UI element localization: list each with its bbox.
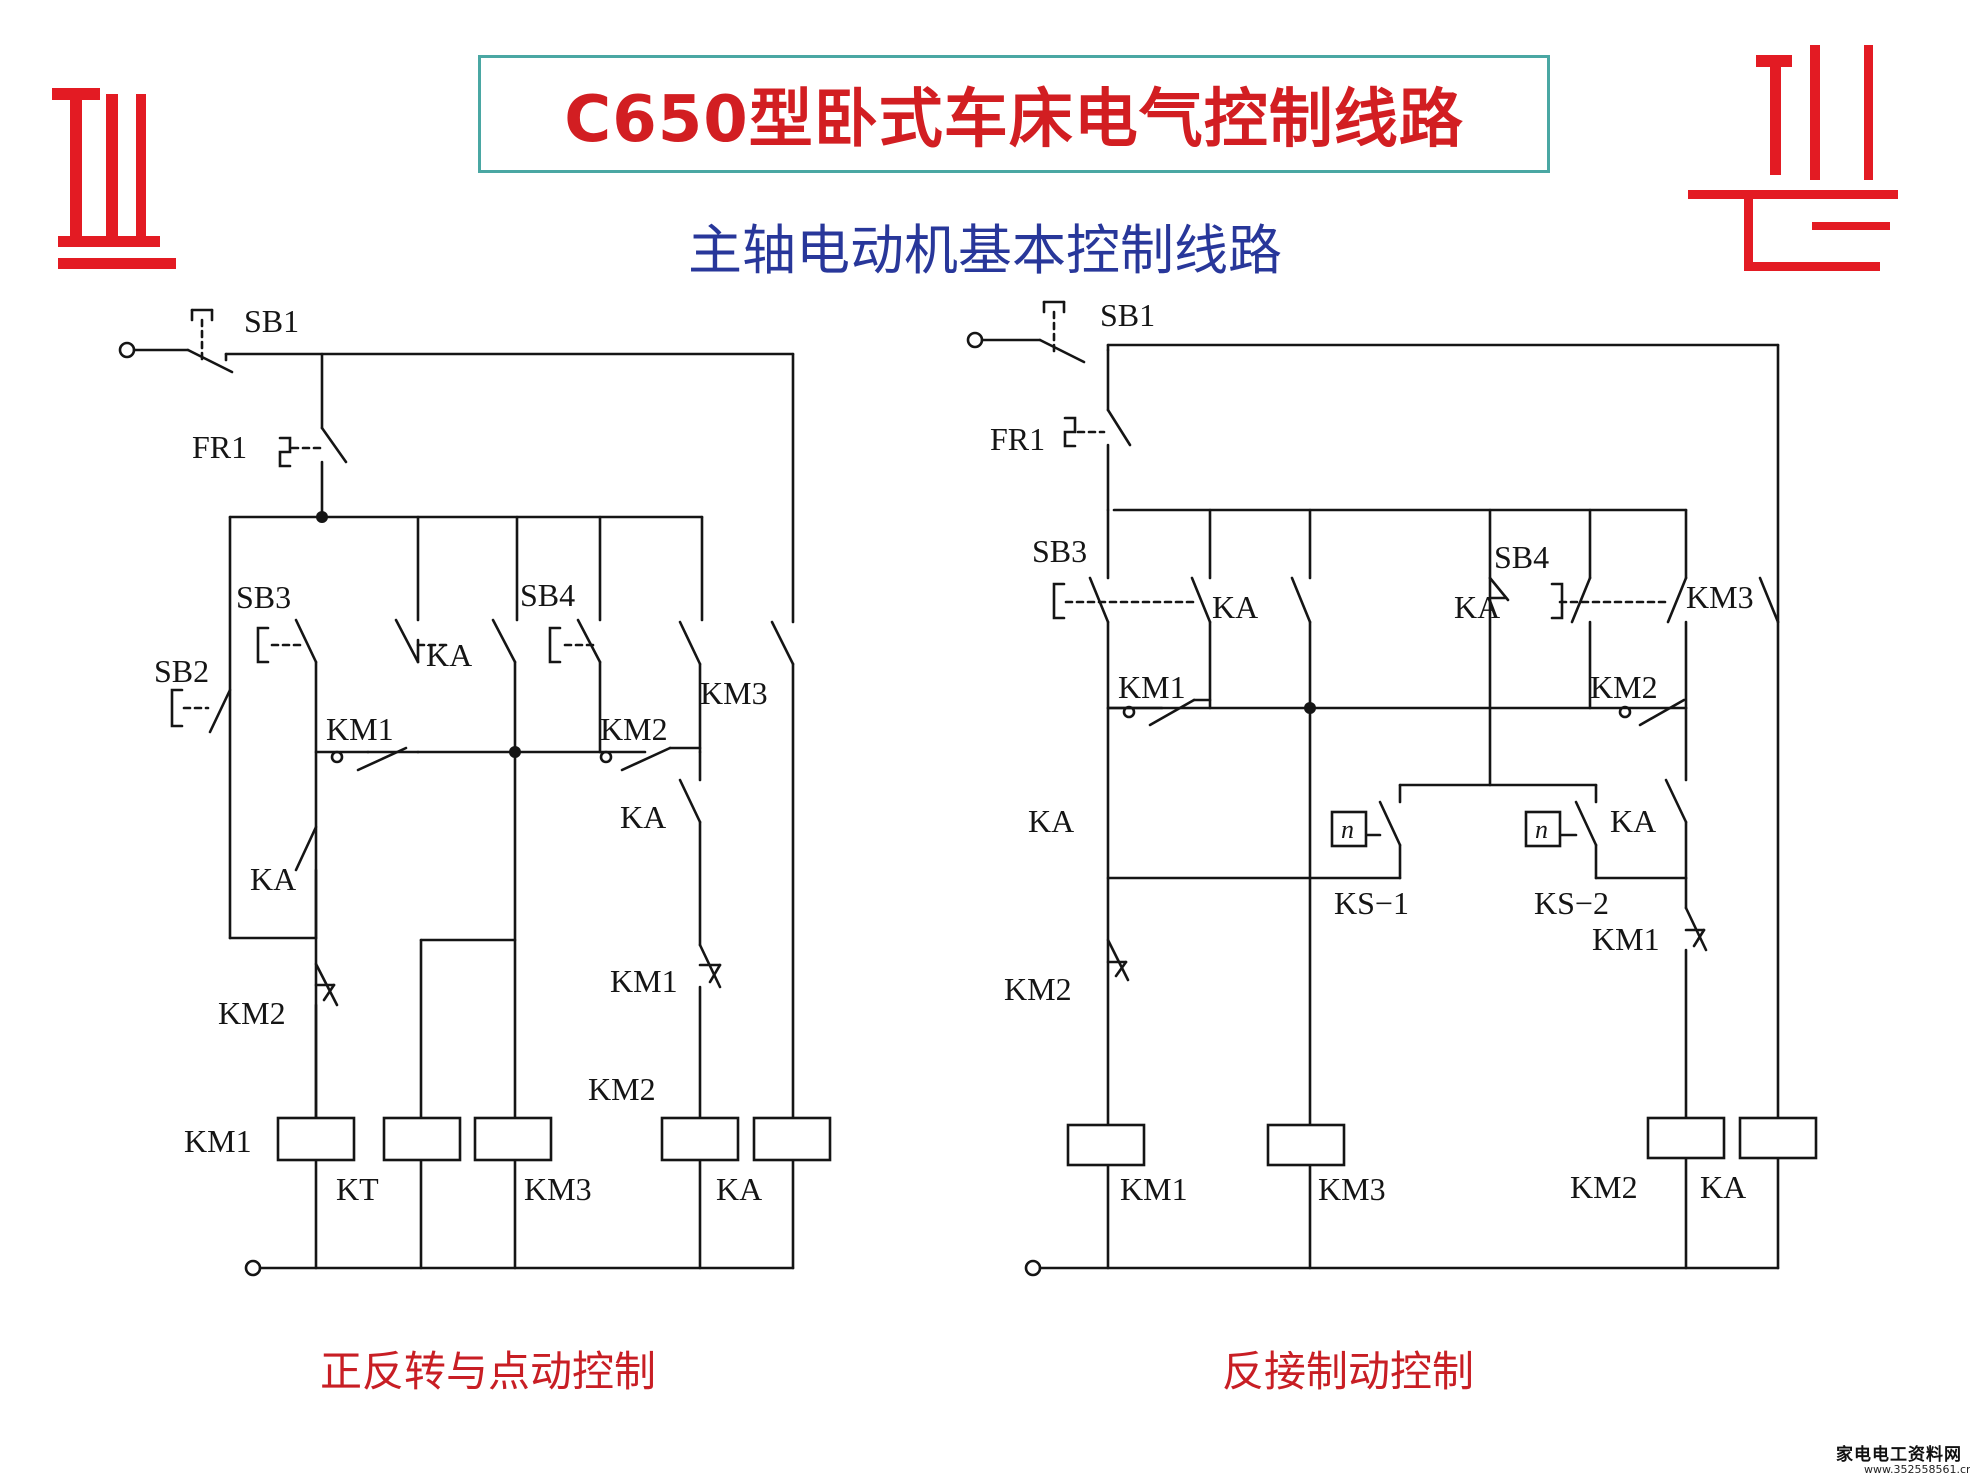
logo-right [1688,45,1898,271]
right-label-km3-contact: KM3 [1686,579,1754,615]
right-label-sb4: SB4 [1494,539,1549,575]
page-subtitle: 主轴电动机基本控制线路 [688,219,1282,282]
left-label-km1-hold: KM1 [326,711,394,747]
right-label-ka-3: KA [1028,803,1074,839]
right-circuit-labels: SB1 FR1 SB3 SB4 KA KA KM3 KM1 KM2 KA KA … [990,297,1754,1207]
left-label-sb4: SB4 [520,577,575,613]
left-label-ka-right: KA [620,799,666,835]
left-label-fr1: FR1 [192,429,247,465]
logo-left [52,88,176,269]
left-label-ka-left: KA [250,861,296,897]
right-label-ks2: KS−2 [1534,885,1609,921]
caption-right: 反接制动控制 [1222,1347,1475,1396]
left-label-sb3: SB3 [236,579,291,615]
right-label-sb1: SB1 [1100,297,1155,333]
right-coil-label-km1: KM1 [1120,1171,1188,1207]
right-label-sb3: SB3 [1032,533,1087,569]
watermark-line1: 家电电工资料网 [1836,1445,1962,1465]
left-circuit-wires [118,308,795,1277]
left-coils [276,1116,832,1162]
right-label-ka-1: KA [1212,589,1258,625]
left-label-sb2: SB2 [154,653,209,689]
left-coil-label-kt: KT [336,1171,379,1207]
right-coil-label-km2: KM2 [1570,1169,1638,1205]
left-label-sb1: SB1 [244,303,299,339]
left-label-km1-nc: KM1 [610,963,678,999]
left-label-km2-hold: KM2 [600,711,668,747]
left-label-ka-top: KA [426,637,472,673]
left-coil-label-km1: KM1 [184,1123,252,1159]
right-label-ks1: KS−1 [1334,885,1409,921]
ks2-speed-symbol: n [1535,815,1548,844]
right-coils [1066,1116,1818,1167]
right-label-ka-4: KA [1610,803,1656,839]
right-circuit-wires [966,300,1780,1277]
right-coil-label-ka: KA [1700,1169,1746,1205]
watermark-line2: www.352558561.cn [1864,1463,1970,1476]
right-label-km1-nc: KM1 [1592,921,1660,957]
right-label-ka-2: KA [1454,589,1500,625]
left-label-km2-mid: KM2 [588,1071,656,1107]
right-coil-label-km3: KM3 [1318,1171,1386,1207]
page-title: C650型卧式车床电气控制线路 [564,83,1464,157]
right-label-fr1: FR1 [990,421,1045,457]
left-coil-label-km3: KM3 [524,1171,592,1207]
caption-left: 正反转与点动控制 [320,1347,657,1396]
right-label-km2-nc: KM2 [1004,971,1072,1007]
title-box: C650型卧式车床电气控制线路 [478,55,1550,173]
left-label-km3-contact: KM3 [700,675,768,711]
left-label-km2-nc: KM2 [218,995,286,1031]
ks1-speed-symbol: n [1341,815,1354,844]
right-ks-relays [1330,810,1562,848]
left-circuit-labels: SB1 FR1 SB3 SB4 SB2 KA KM3 KM1 KM2 KA KA… [154,303,768,1207]
watermark-box [1834,1440,1970,1478]
junction-dots [316,511,1316,758]
right-label-km2-hold: KM2 [1590,669,1658,705]
left-coil-label-ka: KA [716,1171,762,1207]
right-label-km1-hold: KM1 [1118,669,1186,705]
